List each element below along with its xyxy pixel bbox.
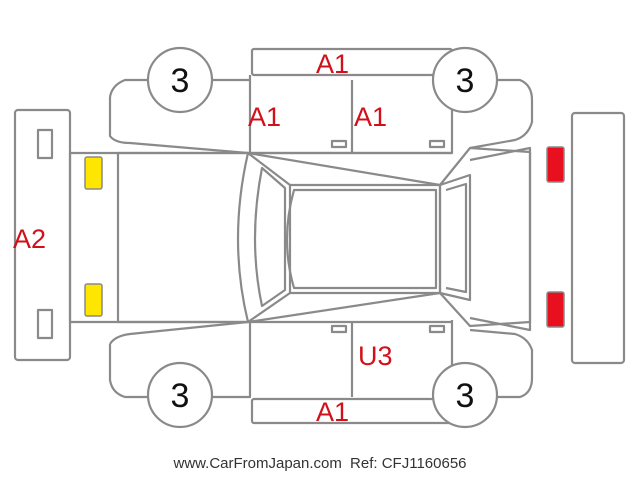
left-rear-handle — [428, 139, 446, 149]
right-front-handle — [330, 324, 348, 334]
code-rocker: A1 — [316, 397, 349, 427]
headlight-top — [84, 156, 103, 190]
headlight-bottom — [84, 283, 103, 317]
code-left-rear-door: A1 — [354, 102, 387, 132]
roof-top-inner — [285, 188, 438, 290]
code-right-rear-door: U3 — [358, 341, 393, 371]
front-bumper-notch-top — [36, 128, 54, 160]
tire-rear-right — [431, 361, 499, 429]
taillight-bottom — [546, 291, 565, 328]
tire-front-left — [146, 46, 214, 114]
tire-label-front-left: 3 — [171, 62, 190, 100]
footer-ref: Ref: CFJ1160656 — [350, 455, 467, 472]
tire-front-right — [146, 361, 214, 429]
hood-outline — [116, 151, 248, 324]
right-rear-handle — [428, 324, 446, 334]
roof-panel — [250, 47, 454, 77]
tire-rear-left — [431, 46, 499, 114]
taillight-top — [546, 146, 565, 183]
rear-bumper — [570, 111, 626, 365]
right-side-body — [108, 320, 534, 399]
rear-window — [438, 173, 472, 302]
windshield-inner — [253, 166, 287, 308]
code-left-front-door: A1 — [248, 102, 281, 132]
tire-label-front-right: 3 — [171, 377, 190, 415]
left-front-handle — [330, 139, 348, 149]
front-bumper-notch-bottom — [36, 308, 54, 340]
code-front-bumper: A2 — [13, 224, 46, 254]
windshield — [236, 151, 292, 324]
code-roof: A1 — [316, 49, 349, 79]
footer-watermark: www.CarFromJapan.com Ref: CFJ1160656 — [0, 455, 640, 475]
tire-label-rear-right: 3 — [456, 377, 475, 415]
tire-label-rear-left: 3 — [456, 62, 475, 100]
top-view-body — [68, 146, 532, 328]
tailgate — [469, 146, 532, 332]
footer-site: www.CarFromJapan.com — [173, 455, 342, 472]
rocker-panel — [250, 397, 454, 425]
roof-top — [290, 183, 442, 295]
